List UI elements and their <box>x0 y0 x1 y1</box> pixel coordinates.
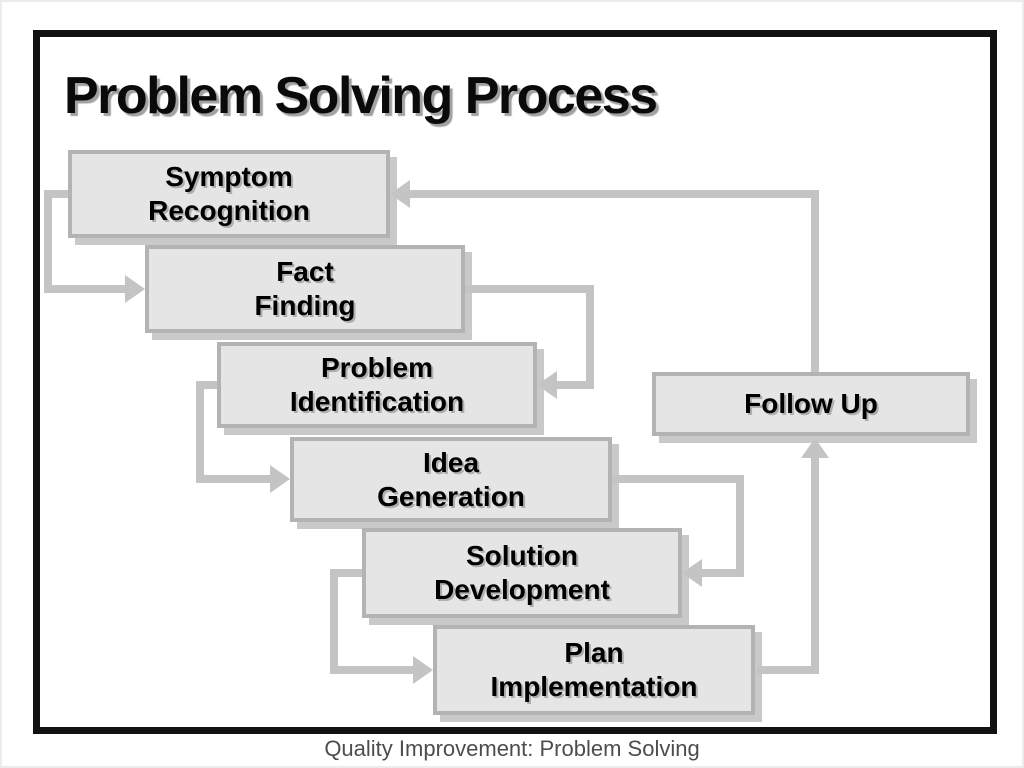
connector-segment <box>330 666 413 674</box>
connector-segment <box>811 190 819 372</box>
box-label-line: Finding <box>254 290 356 321</box>
process-box-fact-finding: Fact Finding <box>145 245 465 333</box>
arrowhead-left-icon <box>537 371 557 399</box>
box-label: Follow Up <box>744 387 878 421</box>
box-label-line: Generation <box>377 480 525 512</box>
connector-segment <box>465 285 594 293</box>
arrowhead-right-icon <box>270 465 290 493</box>
box-label: Solution Development <box>434 539 610 607</box>
connector-segment <box>736 475 744 577</box>
connector-segment <box>586 285 594 389</box>
connector-segment <box>612 475 744 483</box>
box-label: Fact Finding <box>254 255 355 323</box>
process-box-follow-up: Follow Up <box>652 372 970 436</box>
connector-segment <box>196 381 217 389</box>
connector-segment <box>44 190 68 198</box>
connector-segment <box>410 190 819 198</box>
arrowhead-right-icon <box>413 656 433 684</box>
connector-segment <box>196 381 204 483</box>
box-label: Symptom Recognition <box>148 160 310 228</box>
slide-caption: Quality Improvement: Problem Solving <box>324 736 700 761</box>
connector-segment <box>196 475 270 483</box>
arrowhead-left-icon <box>682 559 702 587</box>
connector-segment <box>757 666 819 674</box>
connector-segment <box>557 381 594 389</box>
box-label-line: Idea <box>422 446 480 478</box>
process-box-plan-implementation: Plan Implementation <box>433 625 755 715</box>
arrowhead-right-icon <box>125 275 145 303</box>
process-box-idea-generation: Idea Generation <box>290 437 612 522</box>
connector-segment <box>330 569 338 674</box>
connector-segment <box>330 569 362 577</box>
slide-title: Problem Solving Process <box>64 67 658 125</box>
box-label-line: Fact <box>276 256 334 287</box>
box-label: Problem Identification <box>290 351 464 419</box>
connector-segment <box>702 569 744 577</box>
connector-segment <box>44 190 52 293</box>
box-label: Idea Generation <box>377 446 525 514</box>
connector-segment <box>44 285 125 293</box>
box-label-line: Recognition <box>148 195 310 226</box>
box-label-line: Problem <box>320 352 433 383</box>
process-box-problem-identification: Problem Identification <box>217 342 537 428</box>
box-label-line: Follow Up <box>744 388 878 419</box>
connector-segment <box>811 456 819 674</box>
process-box-symptom-recognition: Symptom Recognition <box>68 150 390 238</box>
arrowhead-left-icon <box>390 180 410 208</box>
box-label: Plan Implementation <box>491 636 698 704</box>
box-label-line: Identification <box>289 386 465 417</box>
arrowhead-up-icon <box>801 438 829 458</box>
box-label-line: Solution <box>466 540 578 571</box>
box-label-line: Implementation <box>490 671 698 702</box>
process-box-solution-development: Solution Development <box>362 528 682 618</box>
box-label-line: Symptom <box>165 161 293 192</box>
box-label-line: Development <box>434 574 610 605</box>
box-label-line: Plan <box>564 637 624 668</box>
